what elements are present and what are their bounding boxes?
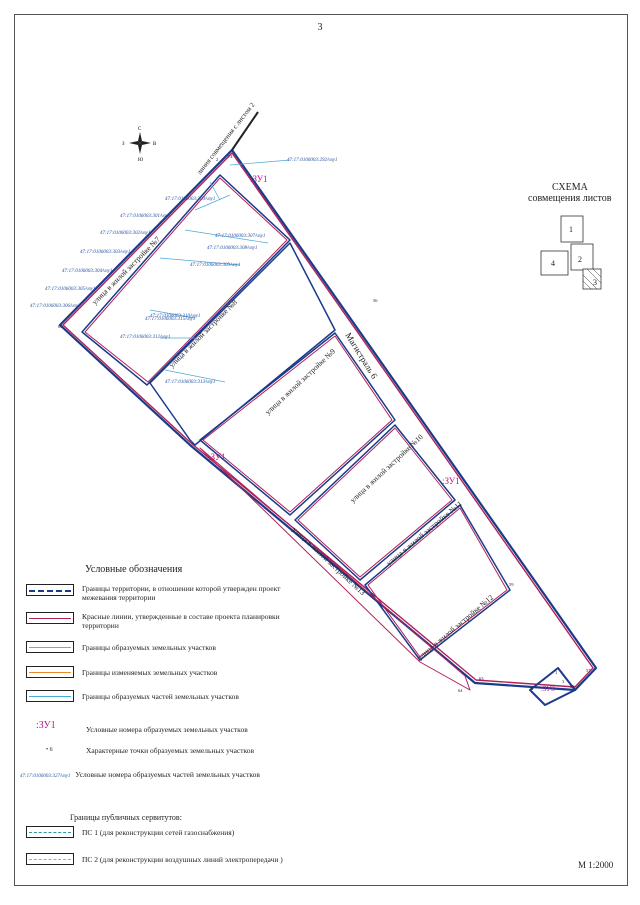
legend-item-zu: :ЗУ1 Условные номера образуемых земельны… bbox=[36, 720, 248, 735]
part-label: 47:17:0106003:315/чзу1 bbox=[145, 317, 195, 322]
sheet-scheme bbox=[540, 215, 602, 290]
point-label: 74 bbox=[228, 154, 233, 159]
part-label: 47:17:0106003:313/чзу1 bbox=[165, 380, 215, 385]
point-label: 2 bbox=[216, 157, 218, 162]
part-label: 47:17:0106003:301/чзу1 bbox=[120, 214, 170, 219]
svg-text:1: 1 bbox=[569, 225, 573, 234]
zu-label: :ЗУ3 bbox=[541, 685, 555, 693]
point-label: 4 bbox=[531, 686, 534, 691]
svg-text:З: З bbox=[122, 142, 125, 147]
block-10 bbox=[294, 424, 456, 581]
part-label: 47:17:0106003:306/чзу1 bbox=[30, 304, 80, 309]
street-label-13: улица в жилой застройке №13 bbox=[291, 525, 368, 597]
legend-item-parts: Границы образуемых частей земельных учас… bbox=[26, 690, 296, 704]
part-label: 47:17:0106003:304/чзу1 bbox=[62, 269, 112, 274]
part-label: 47:17:0106003:309/чзу1 bbox=[190, 263, 240, 268]
svg-text:2: 2 bbox=[578, 255, 582, 264]
servitude-ps1: ПС 1 (для реконструкции сетей газоснабже… bbox=[26, 826, 326, 840]
point-label: 58 bbox=[570, 684, 575, 689]
scale-label: М 1:2000 bbox=[578, 860, 614, 870]
svg-text:С: С bbox=[138, 127, 142, 132]
zu-label: :ЗУ1 bbox=[250, 174, 268, 184]
svg-text:В: В bbox=[153, 142, 157, 147]
legend-item-territory: Границы территории, в отношении которой … bbox=[26, 584, 296, 602]
compass-icon: С Ю З В bbox=[122, 127, 157, 163]
legend-item-part-numbers: 47:17:0106003:327/чзу1 Условные номера о… bbox=[20, 770, 260, 779]
part-label: 47:17:0106003:308/чзу1 bbox=[207, 246, 257, 251]
point-sample-icon: • 6 bbox=[46, 747, 53, 753]
legend-item-red-lines: Красные линии, утвержденные в составе пр… bbox=[26, 612, 296, 630]
legend-item-points: • 6 Характерные точки образуемых земельн… bbox=[46, 746, 255, 755]
block-13 bbox=[199, 447, 471, 691]
part-label: 47:17:0106003:292/чзу1 bbox=[287, 158, 337, 163]
legend-item-formed: Границы образуемых земельных участков bbox=[26, 641, 296, 655]
block-8 bbox=[149, 242, 336, 446]
street-label-11: улица в жилой застройке №11 bbox=[385, 499, 464, 568]
street-label-10: улица в жилой застройке №10 bbox=[348, 432, 425, 504]
part-label: 47:17:0106003:312/чзу1 bbox=[120, 335, 170, 340]
servitudes-title: Границы публичных сервитутов: bbox=[70, 813, 182, 822]
point-label: 59 bbox=[509, 582, 514, 587]
point-label: 64 bbox=[458, 688, 463, 693]
scheme-title: СХЕМА совмещения листов bbox=[528, 182, 612, 204]
block-9 bbox=[199, 332, 396, 516]
svg-text:Ю: Ю bbox=[138, 158, 143, 163]
road-label: линия совмещения с листом 2 bbox=[195, 101, 257, 177]
part-label: 47:17:0106003:300/чзу1 bbox=[165, 197, 215, 202]
part-label: 47:17:0106003:305/чзу1 bbox=[45, 287, 95, 292]
point-label: 63 bbox=[479, 676, 484, 681]
red-lines-outer bbox=[62, 152, 594, 688]
legend-item-changed: Границы изменяемых земельных участков bbox=[26, 666, 296, 680]
sheet-frame bbox=[14, 14, 628, 886]
zu-label: :ЗУ1 bbox=[442, 476, 460, 486]
svg-text:3: 3 bbox=[593, 278, 597, 287]
street-label-12: улица в жилой застройке №12 bbox=[416, 593, 496, 662]
part-label: 47:17:0106003:307/чзу1 bbox=[215, 234, 265, 239]
part-label: 47:17:0106003:303/чзу1 bbox=[80, 250, 130, 255]
part-label: 47:17:0106003:310/чзу1 bbox=[150, 314, 200, 319]
servitude-ps2: ПС 2 (для реконструкции воздушных линий … bbox=[26, 853, 326, 867]
point-label: 66 bbox=[58, 324, 63, 329]
svg-text:4: 4 bbox=[551, 259, 555, 268]
zu-label: :ЗУ1 bbox=[208, 452, 226, 462]
legend-title: Условные обозначения bbox=[85, 564, 183, 575]
street-label-8: улица в жилой застройке №8 bbox=[167, 297, 239, 369]
point-label: 1 bbox=[555, 670, 557, 675]
page-number: 3 bbox=[317, 22, 323, 33]
part-label: 47:17:0106003:302/чзу1 bbox=[100, 231, 150, 236]
block-11 bbox=[364, 504, 511, 661]
zu3-parcel bbox=[529, 667, 576, 706]
point-label: 57 bbox=[586, 668, 591, 673]
point-label: 56 bbox=[373, 298, 378, 303]
point-label: 3 bbox=[562, 679, 565, 684]
block-7 bbox=[81, 174, 291, 386]
